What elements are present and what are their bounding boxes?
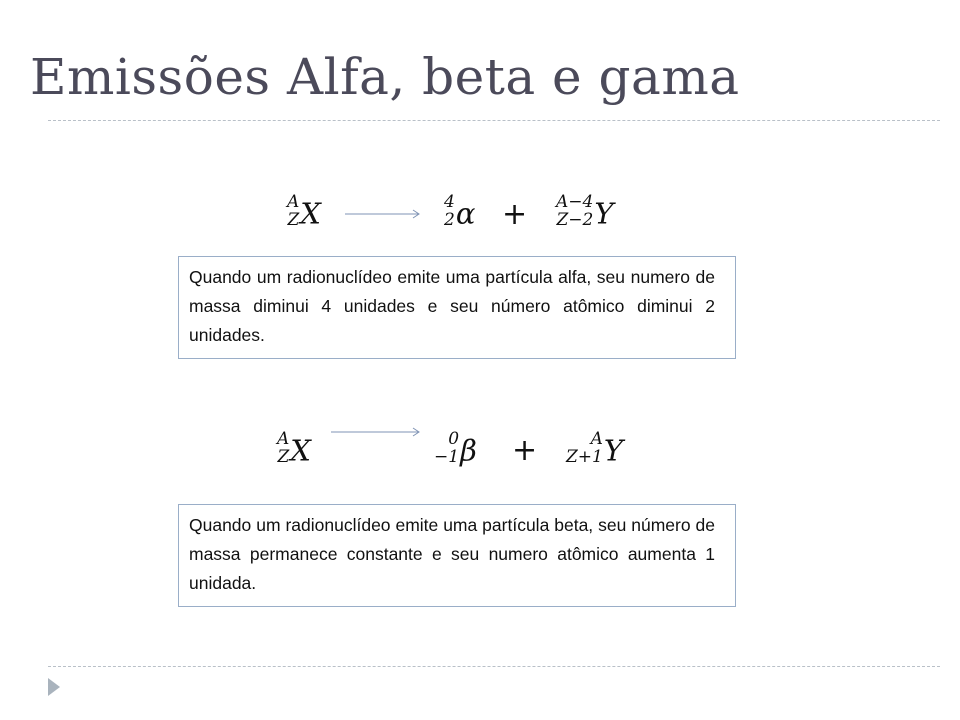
beta-daughter-symbol: Y <box>603 433 624 468</box>
alpha-parent-symbol: X <box>300 196 321 231</box>
footer-divider <box>48 666 940 667</box>
alpha-parent-mass: A <box>287 192 300 212</box>
beta-particle-symbol: β <box>460 433 477 468</box>
beta-daughter-mass: A <box>590 429 603 449</box>
alpha-particle-atomic: 2 <box>444 210 455 230</box>
alpha-particle-mass: 4 <box>444 192 455 212</box>
beta-parent-symbol: X <box>290 433 311 468</box>
alpha-description-box: Quando um radionuclídeo emite uma partíc… <box>178 256 736 359</box>
alpha-parent-atomic: Z <box>287 210 300 230</box>
beta-particle-mass: 0 <box>448 429 460 449</box>
beta-parent-mass: A <box>277 429 290 449</box>
beta-daughter-atomic: Z+1 <box>566 447 603 467</box>
alpha-description-text: Quando um radionuclídeo emite uma partíc… <box>189 267 715 345</box>
beta-description-text: Quando um radionuclídeo emite uma partíc… <box>189 515 715 593</box>
alpha-plus-sign: + <box>502 197 528 232</box>
arrow-right-icon <box>345 209 420 219</box>
beta-description-box: Quando um radionuclídeo emite uma partíc… <box>178 504 736 607</box>
beta-particle-atomic: −1 <box>434 447 460 467</box>
slide-title: Emissões Alfa, beta e gama <box>30 48 740 106</box>
alpha-particle-symbol: α <box>455 196 476 231</box>
play-icon <box>48 678 60 696</box>
beta-parent-atomic: Z <box>277 447 290 467</box>
alpha-daughter-atomic: Z−2 <box>556 210 594 230</box>
arrow-right-icon <box>331 427 420 437</box>
beta-plus-sign: + <box>512 433 538 468</box>
alpha-daughter-mass: A−4 <box>556 192 594 212</box>
alpha-daughter-symbol: Y <box>594 196 614 231</box>
title-divider <box>48 120 940 121</box>
